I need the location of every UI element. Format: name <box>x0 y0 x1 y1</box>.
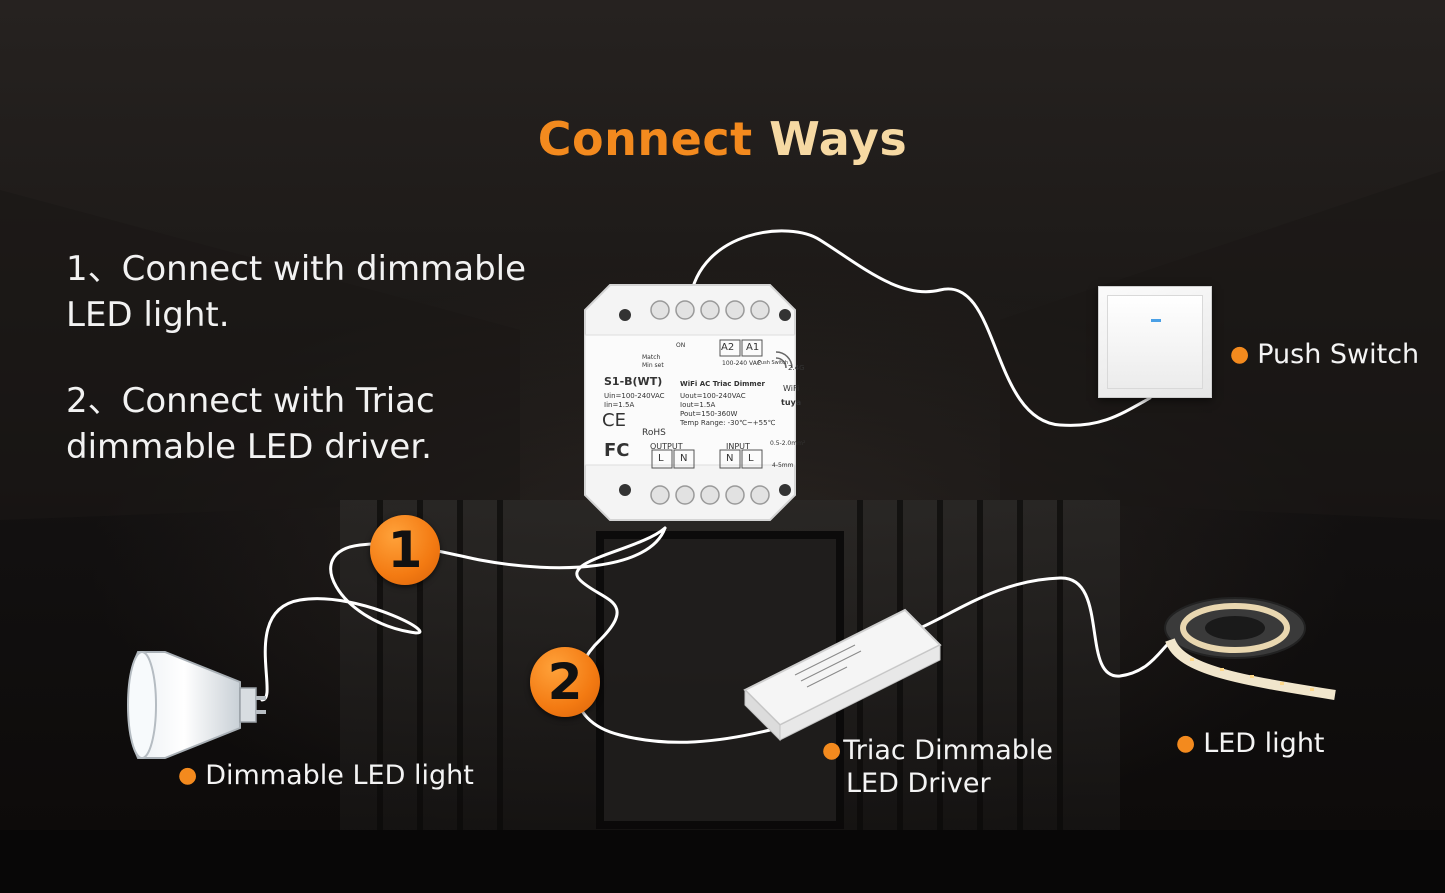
step-1-line-2: LED light. <box>66 292 586 338</box>
pout-label: Pout=150-360W <box>680 410 737 418</box>
push-switch-terminal-label: Push Switch <box>758 360 788 366</box>
min-set-label: Min set <box>642 362 664 369</box>
dimmable-led-label: Dimmable LED light <box>205 760 474 791</box>
iin-label: Iin=1.5A <box>604 401 634 409</box>
terminal-a1-label: A1 <box>746 342 759 353</box>
led-strip-reel-device <box>1160 590 1340 705</box>
model-name: S1-B <box>604 375 633 388</box>
output-label: OUTPUT <box>650 442 683 451</box>
title-part-ways: Ways <box>769 112 907 166</box>
on-label: ON <box>676 342 685 349</box>
mount-hole-icon <box>619 484 631 496</box>
temp-label: Temp Range: -30℃~+55℃ <box>680 419 775 427</box>
step-1-text: 1、Connect with dimmable LED light. <box>66 246 586 338</box>
title-part-connect: Connect <box>538 112 753 166</box>
freq-label: 2.4G <box>788 364 805 372</box>
indicator-led-icon <box>1151 319 1161 322</box>
push-switch-device <box>1098 286 1212 398</box>
model-label: S1-B(WT) <box>604 375 662 388</box>
wifi-label: WiFi <box>783 384 799 393</box>
step-2-line-2: dimmable LED driver. <box>66 424 586 470</box>
rohs-mark: RoHS <box>642 428 666 438</box>
gu10-bulb-device <box>120 640 280 770</box>
connection-badge-1: 1 <box>370 515 440 585</box>
fc-mark: FC <box>604 440 630 461</box>
vac-label: 100-240 VAC <box>722 360 761 367</box>
push-switch-callout: ● Push Switch <box>1230 338 1419 371</box>
wire-spec-label: 0.5-2.0mm² <box>770 440 805 447</box>
output-n-terminal: N <box>680 453 687 464</box>
match-label: Match <box>642 354 660 361</box>
device-name-label: WiFi AC Triac Dimmer <box>680 380 765 388</box>
led-light-label: LED light <box>1203 728 1324 759</box>
mount-hole-icon <box>779 484 791 496</box>
output-l-terminal: L <box>658 453 664 464</box>
terminal-a2-label: A2 <box>721 342 734 353</box>
input-l-terminal: L <box>748 453 754 464</box>
iout-label: Iout=1.5A <box>680 401 715 409</box>
bullet-dot-icon: ● <box>178 763 197 788</box>
wire-driver-to-strip <box>920 578 1172 676</box>
tuya-logo: tuya <box>781 398 801 407</box>
step-2-text: 2、Connect with Triac dimmable LED driver… <box>66 378 586 470</box>
step-1-line-1: 1、Connect with dimmable <box>66 246 586 292</box>
triac-driver-label-line-2: LED Driver <box>822 767 1053 800</box>
push-switch-plate <box>1107 295 1203 389</box>
led-light-callout: ● LED light <box>1176 727 1325 760</box>
triac-led-driver-device <box>735 605 950 755</box>
input-label: INPUT <box>726 442 750 451</box>
triac-driver-label-line-1: Triac Dimmable <box>843 735 1053 766</box>
input-n-terminal: N <box>726 453 733 464</box>
bullet-dot-icon: ● <box>1176 731 1195 756</box>
model-suffix: (WT) <box>633 375 663 388</box>
step-2-line-1: 2、Connect with Triac <box>66 378 586 424</box>
page-title: Connect Ways <box>0 112 1445 166</box>
strip-length-label: 4-5mm <box>772 462 794 469</box>
wifi-triac-dimmer-module: A2 A1 Match Min set ON 100-240 VAC Push … <box>580 280 800 525</box>
push-switch-label: Push Switch <box>1257 339 1419 370</box>
bullet-dot-icon: ● <box>1230 342 1249 367</box>
mount-hole-icon <box>619 309 631 321</box>
uin-label: Uin=100-240VAC <box>604 392 665 400</box>
triac-driver-callout: ●Triac Dimmable LED Driver <box>822 734 1053 800</box>
mount-hole-icon <box>779 309 791 321</box>
uout-label: Uout=100-240VAC <box>680 392 746 400</box>
connection-badge-2: 2 <box>530 647 600 717</box>
bullet-dot-icon: ● <box>822 738 841 763</box>
ce-mark: CE <box>602 410 626 431</box>
dimmable-led-callout: ● Dimmable LED light <box>178 759 474 792</box>
